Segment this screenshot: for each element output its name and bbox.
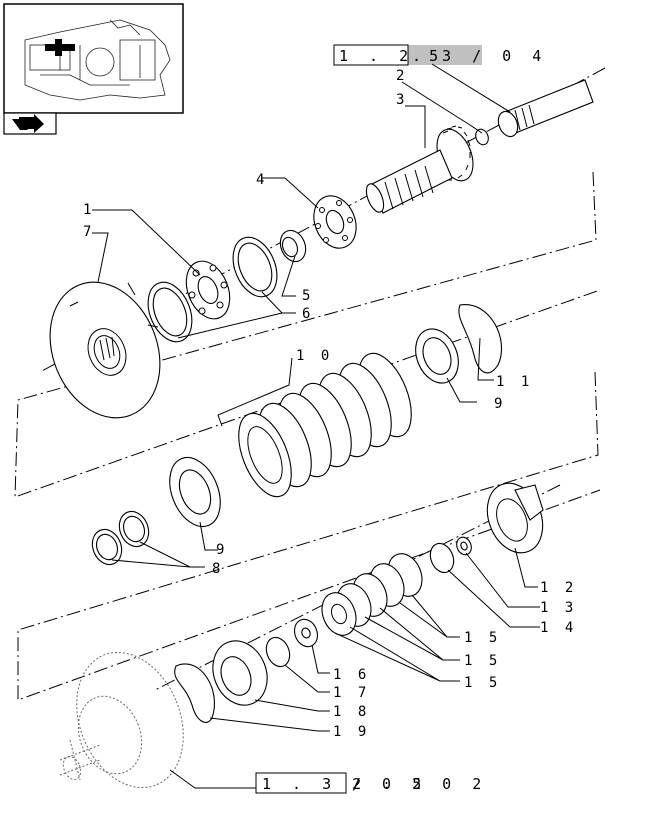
callout-9-upper[interactable]: 9 bbox=[494, 396, 506, 412]
callout-10[interactable]: 1 0 bbox=[296, 348, 333, 364]
callout-5[interactable]: 5 bbox=[302, 288, 314, 304]
callout-13[interactable]: 1 3 bbox=[540, 600, 577, 616]
rings-8 bbox=[91, 510, 150, 566]
callout-15-c[interactable]: 1 5 bbox=[464, 675, 501, 691]
circlip-19 bbox=[174, 663, 215, 723]
bearing-4 bbox=[313, 195, 357, 249]
callout-1[interactable]: 1 bbox=[83, 202, 95, 218]
reference-bottom[interactable]: 1 . 3 2 . 5 / 0 2 0 2 bbox=[255, 772, 487, 794]
snap-ring-14 bbox=[429, 542, 455, 574]
location-thumbnail-icon bbox=[24, 19, 171, 101]
dashed-outline-lower bbox=[17, 371, 601, 701]
callout-3[interactable]: 3 bbox=[396, 92, 408, 108]
gear-ring-9-lower bbox=[169, 456, 221, 528]
callout-9-lower[interactable]: 9 bbox=[216, 542, 228, 558]
housing-plate-7 bbox=[49, 281, 161, 419]
hub-gear-12 bbox=[486, 482, 544, 554]
callout-18[interactable]: 1 8 bbox=[333, 704, 370, 720]
callout-11[interactable]: 1 1 bbox=[496, 374, 533, 390]
callout-7[interactable]: 7 bbox=[83, 224, 95, 240]
callout-12[interactable]: 1 2 bbox=[540, 580, 577, 596]
callout-6[interactable]: 6 bbox=[302, 306, 314, 322]
springs-15 bbox=[321, 553, 423, 636]
callout-8[interactable]: 8 bbox=[212, 561, 224, 577]
washer-16 bbox=[293, 618, 319, 648]
dashed-outline-upper bbox=[14, 171, 601, 498]
piston-18 bbox=[212, 640, 268, 706]
gear-ring-9-upper bbox=[415, 328, 459, 384]
ghost-housing bbox=[59, 651, 184, 789]
callout-14[interactable]: 1 4 bbox=[540, 620, 577, 636]
reference-bottom-rest: / 0 2 0 2 bbox=[352, 775, 487, 793]
bushing-5 bbox=[279, 229, 307, 263]
washer-13 bbox=[456, 536, 472, 556]
output-shaft bbox=[497, 79, 594, 138]
reference-top-boxed: 1 . 2 5 bbox=[339, 47, 444, 65]
reference-bottom-boxed: 1 . 3 2 . 5 bbox=[262, 775, 427, 793]
reference-top-rest: . 3 / 0 4 bbox=[412, 47, 547, 65]
ring-6b bbox=[147, 281, 193, 343]
callout-15-a[interactable]: 1 5 bbox=[464, 630, 501, 646]
reference-top[interactable]: 1 . 2 5 . 3 / 0 4 bbox=[333, 44, 547, 66]
gear-shaft-3 bbox=[365, 125, 474, 214]
callout-4[interactable]: 4 bbox=[256, 172, 268, 188]
clutch-pack-10 bbox=[238, 352, 412, 498]
callout-15-b[interactable]: 1 5 bbox=[464, 653, 501, 669]
callout-19[interactable]: 1 9 bbox=[333, 724, 370, 740]
callout-2[interactable]: 2 bbox=[396, 68, 408, 84]
navigation-arrow-tail bbox=[12, 119, 28, 130]
snap-ring-17 bbox=[265, 636, 291, 668]
navigation-button[interactable] bbox=[3, 112, 57, 135]
ring-6 bbox=[232, 236, 278, 298]
leader-lines bbox=[92, 63, 540, 789]
callout-17[interactable]: 1 7 bbox=[333, 685, 370, 701]
callout-16[interactable]: 1 6 bbox=[333, 667, 370, 683]
location-thumbnail[interactable] bbox=[3, 3, 184, 114]
snap-ring-2 bbox=[475, 128, 489, 146]
bearing-1 bbox=[185, 260, 231, 320]
location-marker-stem bbox=[55, 39, 62, 56]
